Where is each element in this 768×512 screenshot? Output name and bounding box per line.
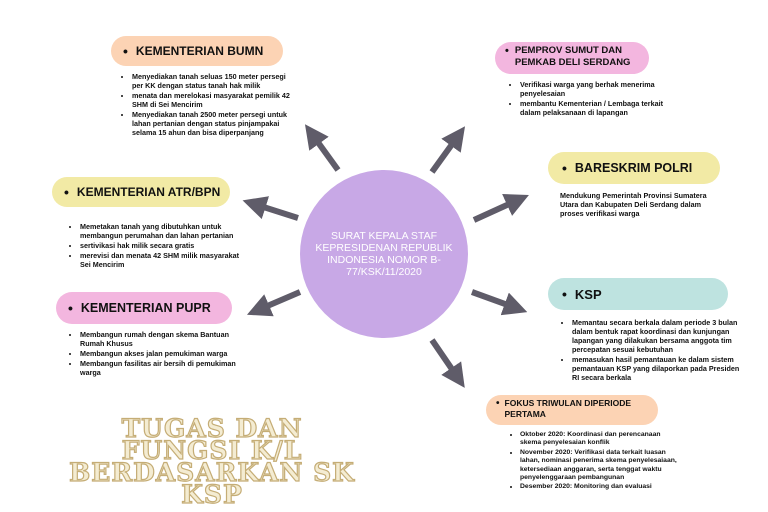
atr-list: Memetakan tanah yang dibutuhkan untuk me… [68, 222, 242, 270]
bullet-icon: • [562, 160, 567, 176]
bullet-icon: • [64, 184, 69, 200]
fokus-list: Oktober 2020: Koordinasi dan perencanaan… [508, 431, 682, 493]
list-item: Memetakan tanah yang dibutuhkan untuk me… [80, 222, 242, 240]
ksp-label: KSP [574, 286, 602, 302]
list-item: Membangun akses jalan pemukiman warga [80, 349, 240, 358]
list-item: Membangun fasilitas air bersih di pemuki… [80, 359, 240, 377]
bumn-label: KEMENTERIAN BUMN [135, 44, 264, 58]
bumn-pill: • KEMENTERIAN BUMN [111, 36, 283, 66]
list-item: Menyediakan tanah 2500 meter persegi unt… [132, 110, 297, 137]
arrow-to-ksp [470, 289, 528, 316]
list-item: November 2020: Verifikasi data terkait l… [520, 449, 682, 483]
ksp-list: Memantau secara berkala dalam periode 3 … [560, 318, 740, 383]
fokus-label-line2: PERTAMA [504, 409, 546, 419]
atr-label: KEMENTERIAN ATR/BPN [76, 185, 221, 199]
polri-pill: • BARESKRIM POLRI [548, 152, 720, 184]
fokus-label-line1: FOKUS TRIWULAN DIPERIODE [504, 398, 632, 408]
bumn-list: Menyediakan tanah seluas 150 meter perse… [120, 72, 297, 138]
pemprov-label-line2: PEMKAB DELI SERDANG [514, 57, 631, 68]
ksp-pill: • KSP [548, 278, 728, 310]
list-item: Verifikasi warga yang berhak menerima pe… [520, 80, 680, 98]
list-item: Membangun rumah dengan skema Bantuan Rum… [80, 330, 240, 348]
list-item: memasukan hasil pemantauan ke dalam sist… [572, 355, 740, 382]
center-text: SURAT KEPALA STAF KEPRESIDENAN REPUBLIK … [315, 230, 453, 278]
bullet-icon: • [505, 45, 509, 57]
pemprov-pill: • PEMPROV SUMUT DAN PEMKAB DELI SERDANG [495, 42, 649, 74]
arrow-to-pupr [246, 289, 302, 317]
arrow-to-bumn [304, 124, 341, 172]
arrow-to-pemprov [429, 126, 466, 174]
list-item: Menyediakan tanah seluas 150 meter perse… [132, 72, 297, 90]
list-item: Memantau secara berkala dalam periode 3 … [572, 318, 740, 354]
pemprov-list: Verifikasi warga yang berhak menerima pe… [508, 80, 680, 118]
pupr-list: Membangun rumah dengan skema Bantuan Rum… [68, 330, 240, 378]
bullet-icon: • [68, 300, 73, 316]
polri-label: BARESKRIM POLRI [574, 161, 693, 175]
atr-pill: • KEMENTERIAN ATR/BPN [52, 177, 230, 207]
polri-text: Mendukung Pemerintah Provinsi Sumatera U… [560, 191, 707, 218]
page-title: TUGAS DAN FUNGSI K/L BERDASARKAN SK KSP [69, 414, 355, 509]
list-item: Oktober 2020: Koordinasi dan perencanaan… [520, 431, 682, 448]
list-item: menata dan merelokasi masyarakat pemilik… [132, 91, 297, 109]
fokus-pill: • FOKUS TRIWULAN DIPERIODE PERTAMA [486, 395, 658, 425]
bullet-icon: • [496, 398, 500, 409]
pemprov-label-line1: PEMPROV SUMUT DAN [514, 45, 623, 56]
pupr-pill: • KEMENTERIAN PUPR [56, 292, 232, 324]
list-item: Desember 2020: Monitoring dan evaluasi [520, 483, 682, 491]
arrow-to-polri [472, 194, 529, 223]
center-circle: SURAT KEPALA STAF KEPRESIDENAN REPUBLIK … [300, 170, 468, 338]
list-item: membantu Kementerian / Lembaga terkait d… [520, 99, 680, 117]
arrow-to-atr [242, 196, 299, 221]
bullet-icon: • [123, 43, 128, 59]
bullet-icon: • [562, 286, 567, 302]
pupr-label: KEMENTERIAN PUPR [80, 301, 211, 315]
arrow-to-fokus [429, 338, 465, 388]
list-item: sertivikasi hak milik secara gratis [80, 241, 242, 250]
list-item: merevisi dan menata 42 SHM milik masyara… [80, 251, 242, 269]
